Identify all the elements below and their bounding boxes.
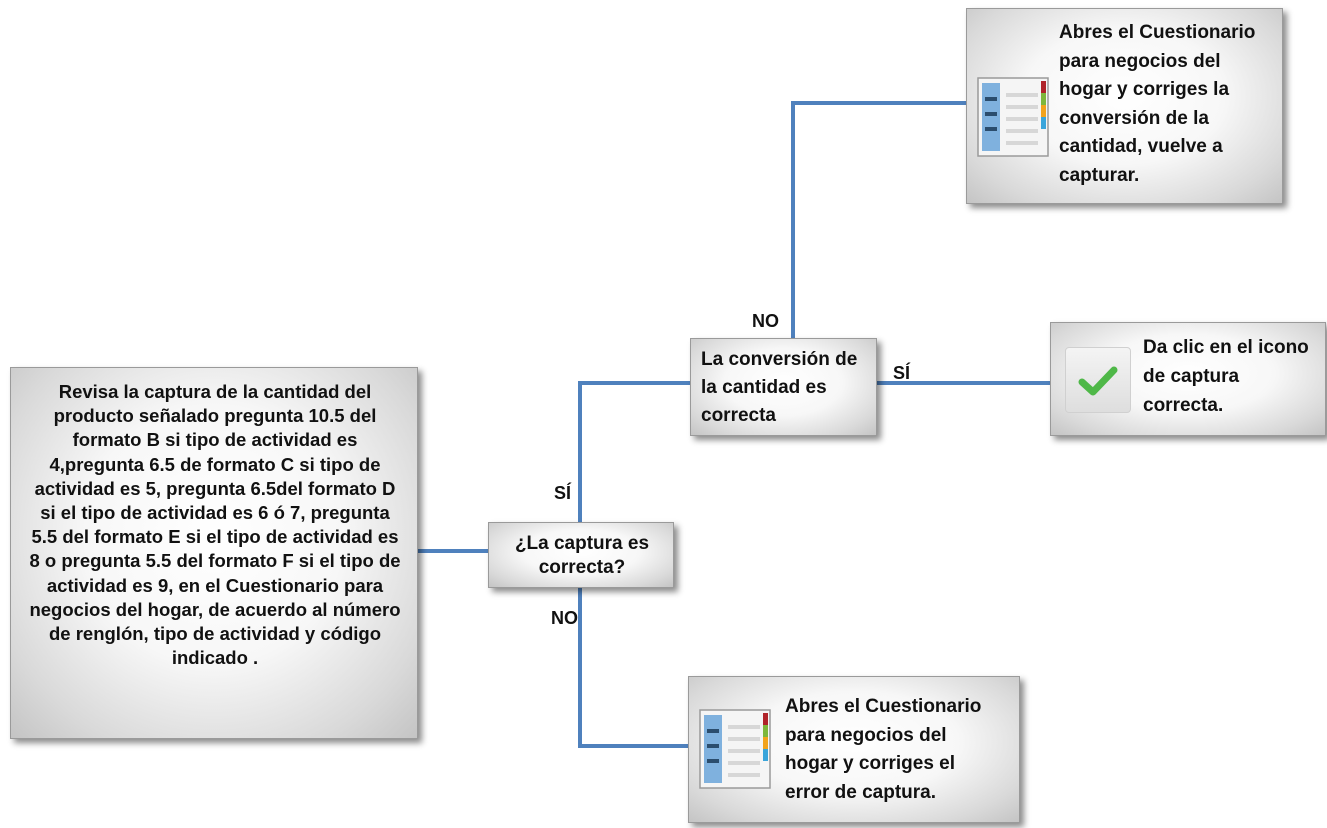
action-clic-icono-box: Da clic en el icono de captura correcta. — [1050, 322, 1326, 436]
decision-captura-box: ¿La captura es correcta? — [488, 522, 674, 588]
action-corrige-error-box: Abres el Cuestionario para negocios del … — [688, 676, 1020, 823]
start-box: Revisa la captura de la cantidad del pro… — [10, 367, 418, 739]
decision-captura-text: ¿La captura es correcta? — [514, 533, 650, 578]
edge-label-captura-no: NO — [551, 608, 578, 628]
edge-captura-si — [578, 381, 690, 522]
decision-conversion-text: La conversión de la cantidad es correcta — [701, 349, 858, 426]
check-icon — [1078, 366, 1118, 396]
edge-label-captura-si: SÍ — [554, 483, 572, 503]
document-list-icon — [699, 709, 771, 789]
action-corrige-conversion-box: Abres el Cuestionario para negocios del … — [966, 8, 1283, 204]
start-text: Revisa la captura de la cantidad del pro… — [29, 381, 401, 669]
action-corrige-conversion-text: Abres el Cuestionario para negocios del … — [1059, 22, 1256, 186]
edge-label-conversion-no: NO — [752, 311, 779, 331]
document-list-icon — [977, 77, 1049, 157]
edge-captura-no — [578, 588, 688, 748]
action-corrige-error-text: Abres el Cuestionario para negocios del … — [785, 696, 982, 803]
action-clic-icono-text: Da clic en el icono de captura correcta. — [1143, 337, 1309, 416]
check-icon-tile — [1065, 347, 1131, 413]
decision-conversion-box: La conversión de la cantidad es correcta — [690, 338, 877, 436]
edge-conversion-no — [791, 101, 966, 338]
edge-label-conversion-si: SÍ — [893, 363, 911, 383]
